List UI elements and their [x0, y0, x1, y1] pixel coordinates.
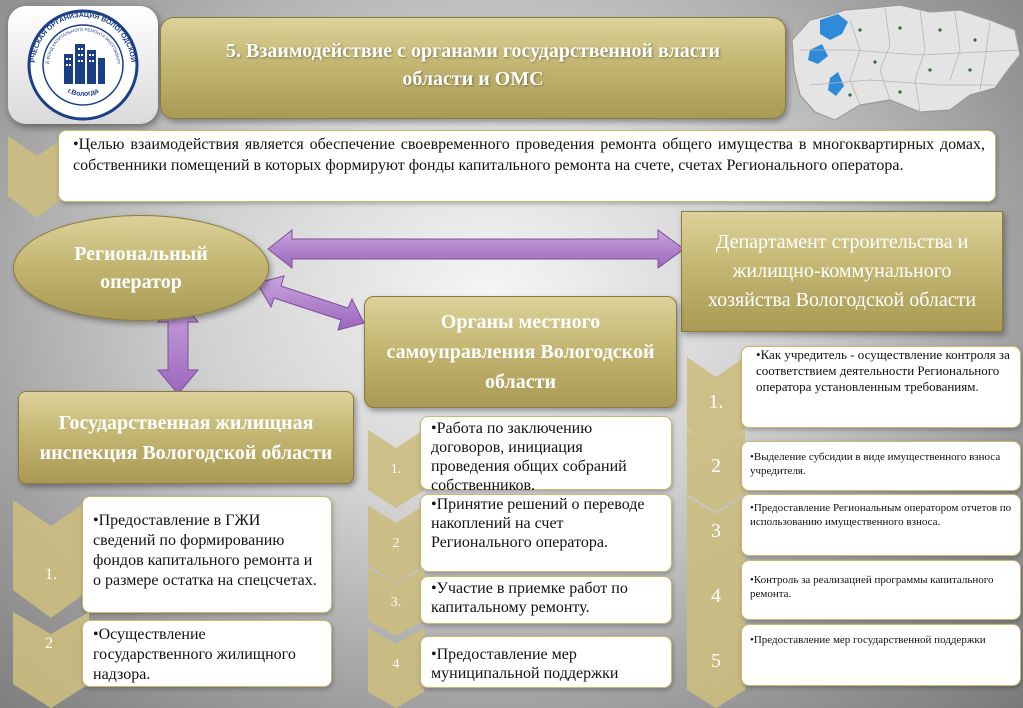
intro-text-content: Целью взаимодействия является обеспечени…	[73, 136, 985, 174]
page-title-line2: области и ОМС	[402, 68, 544, 90]
local-item-1-text: Работа по заключению договоров, инициаци…	[431, 420, 627, 494]
local-item-3-text: Участие в приемке работ по капитальному …	[431, 580, 628, 616]
local-gov-node: Органы местного самоуправления Вологодск…	[364, 296, 677, 408]
local-chevron-2	[368, 505, 424, 583]
inspection-chevron-2	[13, 612, 89, 708]
regional-operator-label: Региональный оператор	[74, 243, 208, 293]
dept-item-2-number: 2	[711, 455, 721, 477]
dept-chevron-3	[687, 496, 745, 578]
dept-item-3-number: 3	[711, 520, 721, 542]
seal-bottom-text: г.Вологда	[66, 88, 100, 99]
intro-box: Целью взаимодействия является обеспечени…	[58, 130, 996, 202]
local-item-4: Предоставление мер муниципальной поддерж…	[420, 636, 672, 688]
dept-chevron-1	[687, 357, 745, 449]
inspection-item-1-number: 1.	[45, 566, 57, 583]
region-map	[790, 0, 1023, 126]
department-node: Департамент строительства и жилищно-комм…	[681, 211, 1003, 332]
dept-chevron-5	[687, 624, 745, 708]
dept-chevron-2	[687, 430, 745, 512]
dept-item-2-text: Выделение субсидии в виде имущественного…	[750, 451, 1001, 477]
local-gov-label: Органы местного самоуправления Вологодск…	[386, 311, 655, 393]
arrow-operator-department	[267, 228, 685, 270]
inspection-item-2-number: 2	[45, 635, 53, 652]
local-item-2-text: Принятие решений о переводе накоплений н…	[431, 496, 645, 551]
local-item-1: Работа по заключению договоров, инициаци…	[420, 416, 672, 494]
inspection-item-2-text: Осуществление государственного жилищного…	[93, 626, 296, 683]
local-item-3-number: 3.	[390, 595, 402, 610]
local-item-3: Участие в приемке работ по капитальному …	[420, 576, 672, 624]
local-chevron-1	[368, 430, 424, 508]
dept-item-4: Контроль за реализацией программы капита…	[741, 560, 1021, 620]
local-chevron-4	[368, 628, 424, 708]
local-item-1-number: 1.	[390, 462, 402, 477]
dept-item-3: Предоставление Региональным оператором о…	[741, 494, 1021, 556]
dept-item-5: Предоставление мер государственной подде…	[741, 624, 1021, 686]
inspection-item-1-text: Предоставление в ГЖИ сведений по формиро…	[93, 512, 317, 589]
dept-item-1-number: 1.	[708, 391, 724, 413]
dept-item-3-text: Предоставление Региональным оператором о…	[750, 502, 1012, 528]
dept-item-2: Выделение субсидии в виде имущественного…	[741, 441, 1021, 491]
regional-operator-node: Региональный оператор	[13, 215, 269, 321]
inspection-chevron-1	[13, 500, 89, 618]
local-item-2: Принятие решений о переводе накоплений н…	[420, 494, 672, 572]
svg-text:г.Вологда: г.Вологда	[66, 88, 100, 99]
local-item-4-text: Предоставление мер муниципальной поддерж…	[431, 646, 619, 682]
dept-item-5-text: Предоставление мер государственной подде…	[753, 634, 986, 646]
seal-logo: НЕКОММЕРЧЕСКАЯ ОРГАНИЗАЦИЯ ВОЛОГОДСКОЙ О…	[8, 6, 139, 121]
title-bar: 5. Взаимодействие с органами государстве…	[160, 17, 786, 119]
page-title-line1: 5. Взаимодействие с органами государстве…	[226, 40, 720, 62]
dept-item-4-number: 4	[711, 585, 721, 607]
dept-item-1-text: Как учредитель - осуществление контроля …	[756, 347, 1010, 394]
dept-chevron-4	[687, 560, 745, 642]
department-label: Департамент строительства и жилищно-комм…	[707, 231, 977, 311]
inspection-item-1: Предоставление в ГЖИ сведений по формиро…	[82, 496, 332, 613]
dept-item-1: Как учредитель - осуществление контроля …	[741, 346, 1021, 428]
intro-text: Целью взаимодействия является обеспечени…	[73, 134, 985, 176]
dept-item-5-number: 5	[711, 650, 721, 672]
logo-frame: НЕКОММЕРЧЕСКАЯ ОРГАНИЗАЦИЯ ВОЛОГОДСКОЙ О…	[8, 6, 158, 124]
local-chevron-3	[368, 568, 424, 636]
local-item-2-number: 2	[392, 536, 400, 551]
arrow-operator-localgov	[256, 275, 365, 331]
inspection-item-2: Осуществление государственного жилищного…	[82, 620, 332, 687]
intro-chevron	[8, 136, 66, 218]
inspection-label: Государственная жилищная инспекция Волог…	[39, 411, 333, 464]
local-item-4-number: 4	[392, 657, 400, 672]
inspection-node: Государственная жилищная инспекция Волог…	[18, 391, 354, 484]
dept-item-4-text: Контроль за реализацией программы капита…	[750, 574, 994, 600]
